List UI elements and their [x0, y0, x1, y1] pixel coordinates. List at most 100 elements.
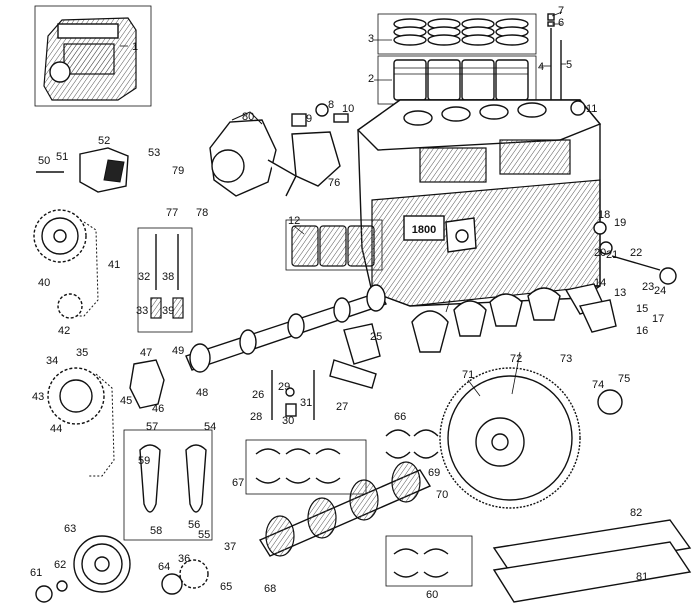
cylinder-block: 1800 [356, 99, 602, 307]
callout-75: 75 [618, 373, 630, 385]
callout-82: 82 [630, 507, 642, 519]
cylinder-liners [285, 219, 383, 271]
callout-27: 27 [336, 401, 348, 413]
block-casting-mark: 1800 [412, 224, 436, 236]
callout-68: 68 [264, 583, 276, 595]
water-pump [209, 111, 297, 197]
callout-66: 66 [394, 411, 406, 423]
callout-12: 12 [288, 215, 300, 227]
crankshaft-pulley [73, 535, 131, 593]
callout-19: 19 [614, 217, 626, 229]
callout-67: 67 [232, 477, 244, 489]
callout-52: 52 [98, 135, 110, 147]
pulley-washer [56, 580, 68, 592]
callout-18: 18 [598, 209, 610, 221]
callout-9: 9 [306, 113, 312, 125]
callout-26: 26 [252, 389, 264, 401]
callout-53: 53 [148, 147, 160, 159]
callout-46: 46 [152, 403, 164, 415]
big-end-shells [245, 439, 367, 495]
callout-36: 36 [178, 553, 190, 565]
callout-61: 61 [30, 567, 42, 579]
callout-34: 34 [46, 355, 58, 367]
water-pump-gasket [291, 131, 341, 187]
callout-7: 7 [558, 5, 564, 17]
callout-17: 17 [652, 313, 664, 325]
callout-60: 60 [426, 589, 438, 601]
callout-38: 38 [162, 271, 174, 283]
callout-44: 44 [50, 423, 62, 435]
complete-engine-inset [34, 5, 152, 107]
callout-76: 76 [328, 177, 340, 189]
callout-50: 50 [38, 155, 50, 167]
callout-29: 29 [278, 381, 290, 393]
callout-62: 62 [54, 559, 66, 571]
callout-73: 73 [560, 353, 572, 365]
callout-5: 5 [566, 59, 572, 71]
callout-15: 15 [636, 303, 648, 315]
callout-64: 64 [158, 561, 170, 573]
callout-70: 70 [436, 489, 448, 501]
callout-51: 51 [56, 151, 68, 163]
main-bearing-shells [385, 535, 473, 587]
cam-studs [271, 370, 315, 420]
callout-8: 8 [328, 99, 334, 111]
core-plug [570, 100, 586, 116]
connecting-rods [123, 429, 213, 541]
leader-lines [120, 11, 588, 397]
callout-72: 72 [510, 353, 522, 365]
callout-10: 10 [342, 103, 354, 115]
main-bearing-caps [411, 287, 561, 353]
callout-24: 24 [654, 285, 666, 297]
side-cover [564, 283, 617, 333]
callout-41: 41 [108, 259, 120, 271]
callout-25: 25 [370, 331, 382, 343]
callout-57: 57 [146, 421, 158, 433]
callout-14: 14 [594, 277, 606, 289]
chain-tensioner [329, 323, 381, 389]
callout-79: 79 [172, 165, 184, 177]
piston-rings [377, 13, 537, 55]
callout-54: 54 [204, 421, 216, 433]
callout-40: 40 [38, 277, 50, 289]
callout-1: 1 [132, 41, 138, 53]
callout-3: 3 [368, 33, 374, 45]
pistons [377, 55, 537, 105]
camshaft [185, 284, 387, 373]
callout-2: 2 [368, 73, 374, 85]
callout-37: 37 [224, 541, 236, 553]
crank-sprocket [161, 559, 209, 595]
callout-74: 74 [592, 379, 604, 391]
callout-32: 32 [138, 271, 150, 283]
callout-20: 20 [594, 247, 606, 259]
callout-43: 43 [32, 391, 44, 403]
callout-81: 81 [636, 571, 648, 583]
flywheel [439, 367, 581, 509]
pulley-bolt [35, 585, 53, 603]
thrust-washers [385, 429, 439, 459]
timing-sprockets-upper [33, 209, 99, 319]
callout-49: 49 [172, 345, 184, 357]
callout-23: 23 [642, 281, 654, 293]
timing-cover-plate [129, 359, 165, 409]
callout-labels: 1 2 3 4 5 6 7 8 9 10 11 12 13 14 15 16 1… [30, 5, 666, 601]
callout-30: 30 [282, 415, 294, 427]
callout-47: 47 [140, 347, 152, 359]
callout-11: 11 [586, 103, 597, 115]
flywheel-lock-plate [597, 389, 623, 415]
callout-4: 4 [538, 61, 544, 73]
callout-58: 58 [150, 525, 162, 537]
callout-55: 55 [198, 529, 210, 541]
callout-22: 22 [630, 247, 642, 259]
crankshaft [258, 461, 432, 557]
callout-69: 69 [428, 467, 440, 479]
callout-71: 71 [462, 369, 474, 381]
callout-21: 21 [606, 249, 618, 261]
callout-63: 63 [64, 523, 76, 535]
gasket-set [492, 519, 692, 603]
oil-pump-parts [593, 221, 677, 285]
callout-80: 80 [242, 111, 254, 123]
callout-31: 31 [300, 397, 312, 409]
callout-65: 65 [220, 581, 232, 593]
timing-sprockets-lower [47, 367, 115, 477]
